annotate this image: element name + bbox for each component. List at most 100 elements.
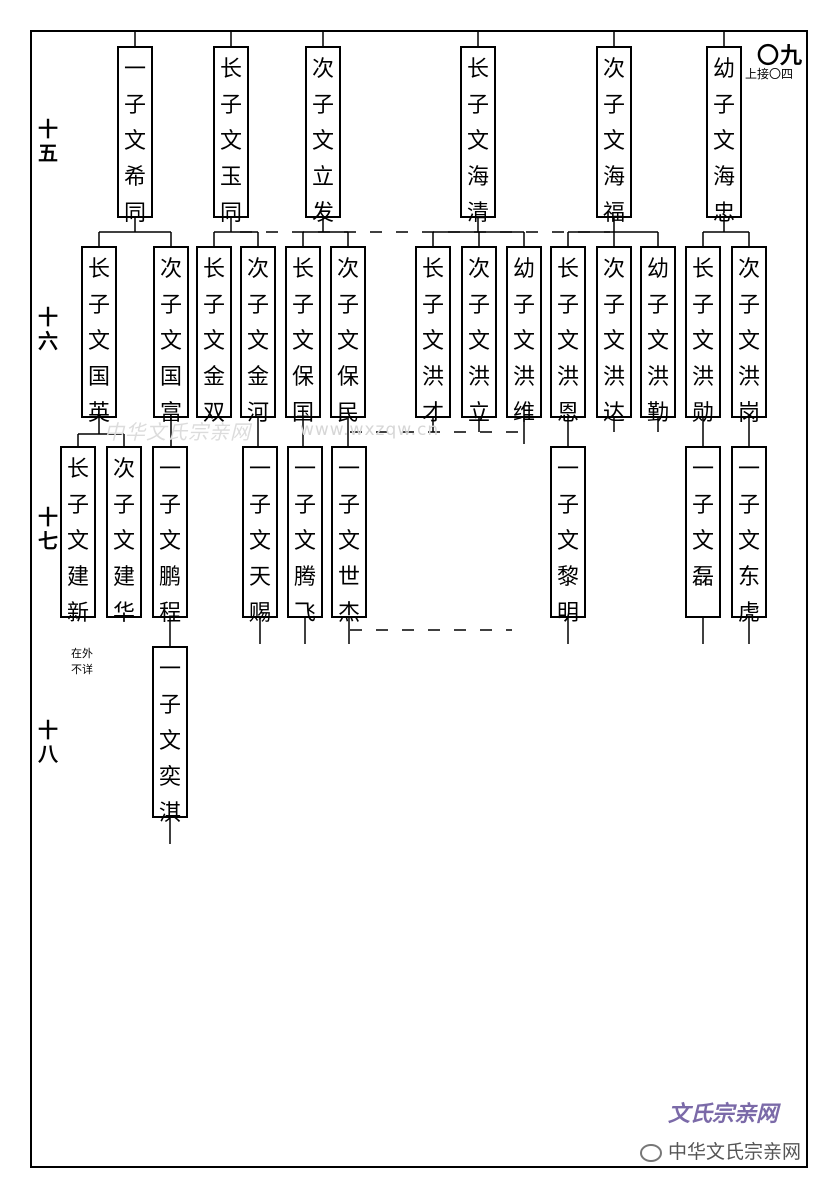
person-name-char: 双 bbox=[202, 401, 225, 426]
person-name-char: 一 bbox=[293, 457, 316, 482]
person-name-char: 文 bbox=[691, 329, 714, 354]
person-g15-1: 一子文希同 bbox=[117, 46, 153, 226]
person-name-char: 华 bbox=[112, 601, 135, 626]
person-name-char: 子 bbox=[421, 293, 444, 318]
person-g17-7: 一子文黎明 bbox=[550, 446, 586, 626]
person-name-char: 子 bbox=[66, 493, 89, 518]
person-name-char: 海 bbox=[712, 165, 735, 190]
person-name-char: 次 bbox=[336, 257, 359, 282]
person-name-char: 文 bbox=[158, 729, 181, 754]
person-name-char: 幼 bbox=[646, 257, 669, 282]
person-name-char: 才 bbox=[421, 401, 444, 426]
person-name-char: 淇 bbox=[158, 801, 181, 826]
person-name-char: 文 bbox=[311, 129, 334, 154]
person-name-char: 福 bbox=[602, 201, 625, 226]
person-name-char: 一 bbox=[337, 457, 360, 482]
person-name-char: 新 bbox=[66, 601, 89, 626]
note-abroad-unknown: 在外不详 bbox=[71, 647, 93, 676]
person-name-char: 子 bbox=[466, 93, 489, 118]
person-name-char: 达 bbox=[602, 401, 625, 426]
person-g17-4: 一子文天赐 bbox=[242, 446, 278, 626]
person-name-char: 一 bbox=[248, 457, 271, 482]
person-name-char: 子 bbox=[112, 493, 135, 518]
person-name-char: 文 bbox=[646, 329, 669, 354]
person-name-char: 子 bbox=[737, 493, 760, 518]
person-name-char: 文 bbox=[246, 329, 269, 354]
person-g16-3: 长子文金双 bbox=[196, 246, 232, 426]
person-g16-2: 次子文国富 bbox=[153, 246, 189, 426]
person-name-char: 文 bbox=[467, 329, 490, 354]
person-name-char: 文 bbox=[248, 529, 271, 554]
person-name-char: 东 bbox=[737, 565, 760, 590]
person-name-char: 长 bbox=[66, 457, 89, 482]
person-g17-6: 一子文世杰 bbox=[331, 446, 367, 626]
person-name-char: 勋 bbox=[691, 401, 714, 426]
person-name-char: 富 bbox=[159, 401, 182, 426]
person-name-char: 明 bbox=[556, 601, 579, 626]
person-name-char: 长 bbox=[556, 257, 579, 282]
person-name-char: 文 bbox=[158, 529, 181, 554]
person-name-char: 文 bbox=[123, 129, 146, 154]
person-name-char: 子 bbox=[219, 93, 242, 118]
person-name-char: 文 bbox=[87, 329, 110, 354]
person-name-char: 洪 bbox=[646, 365, 669, 390]
person-g18-1: 一子文奕淇 bbox=[152, 646, 188, 826]
person-name-char: 杰 bbox=[337, 601, 360, 626]
footer-brand-text: 中华文氏宗亲网 bbox=[668, 1141, 802, 1163]
page-frame bbox=[30, 30, 808, 1168]
person-name-char: 文 bbox=[602, 129, 625, 154]
person-name-char: 洪 bbox=[737, 365, 760, 390]
person-name-char: 子 bbox=[159, 293, 182, 318]
person-g15-6: 幼子文海忠 bbox=[706, 46, 742, 226]
person-name-char: 子 bbox=[512, 293, 535, 318]
person-name-char: 忠 bbox=[712, 201, 735, 226]
person-name-char: 清 bbox=[466, 201, 489, 226]
person-g17-1: 长子文建新 bbox=[60, 446, 96, 626]
person-g16-1: 长子文国英 bbox=[81, 246, 117, 426]
person-name-char: 长 bbox=[466, 57, 489, 82]
person-name-char: 立 bbox=[467, 401, 490, 426]
person-name-char: 国 bbox=[291, 401, 314, 426]
person-name-char: 洪 bbox=[691, 365, 714, 390]
person-name-char: 文 bbox=[159, 329, 182, 354]
person-name-char: 文 bbox=[337, 529, 360, 554]
person-name-char: 保 bbox=[291, 365, 314, 390]
person-g17-5: 一子文腾飞 bbox=[287, 446, 323, 626]
person-name-char: 长 bbox=[219, 57, 242, 82]
person-name-char: 金 bbox=[202, 365, 225, 390]
person-name-char: 建 bbox=[66, 565, 89, 590]
person-name-char: 国 bbox=[159, 365, 182, 390]
person-name-char: 一 bbox=[737, 457, 760, 482]
person-name-char: 子 bbox=[712, 93, 735, 118]
person-name-char: 维 bbox=[512, 401, 535, 426]
person-name-char: 文 bbox=[691, 529, 714, 554]
person-name-char: 洪 bbox=[467, 365, 490, 390]
person-name-char: 文 bbox=[466, 129, 489, 154]
person-name-char: 子 bbox=[202, 293, 225, 318]
person-name-char: 文 bbox=[512, 329, 535, 354]
generation-label-18: 十八 bbox=[38, 718, 58, 766]
page-reference: 上接〇四 bbox=[745, 67, 794, 81]
person-name-char: 一 bbox=[158, 657, 181, 682]
person-name-char: 虎 bbox=[737, 601, 760, 626]
person-name-char: 子 bbox=[691, 293, 714, 318]
person-name-char: 立 bbox=[311, 165, 334, 190]
footer-brand: 中华文氏宗亲网 bbox=[640, 1137, 801, 1164]
person-g16-9: 幼子文洪维 bbox=[506, 246, 542, 426]
person-g15-5: 次子文海福 bbox=[596, 46, 632, 226]
person-name-char: 腾 bbox=[293, 565, 316, 590]
person-name-char: 子 bbox=[337, 493, 360, 518]
person-name-char: 赐 bbox=[248, 601, 271, 626]
person-name-char: 玉 bbox=[219, 165, 242, 190]
person-name-char: 一 bbox=[158, 457, 181, 482]
person-name-char: 同 bbox=[219, 201, 242, 226]
person-name-char: 文 bbox=[556, 529, 579, 554]
watermark-site-name: 中华文氏宗亲网 bbox=[104, 420, 251, 444]
person-name-char: 发 bbox=[311, 201, 334, 226]
person-name-char: 次 bbox=[602, 57, 625, 82]
person-name-char: 子 bbox=[556, 493, 579, 518]
person-name-char: 子 bbox=[248, 493, 271, 518]
person-name-char: 洪 bbox=[602, 365, 625, 390]
person-name-char: 子 bbox=[646, 293, 669, 318]
